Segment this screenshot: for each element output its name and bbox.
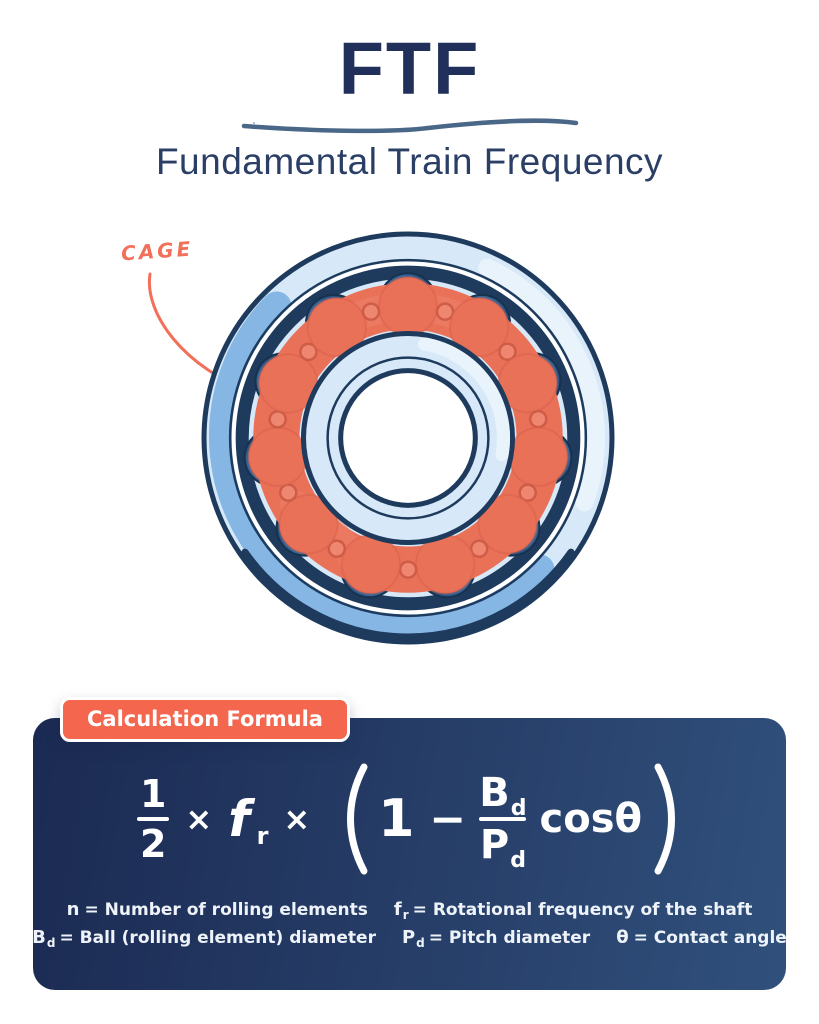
brush-speck [266,125,269,129]
ball-diameter-term: B d [479,770,526,820]
formula-legend: n= Number of rolling elements fr= Rotati… [32,892,787,950]
close-paren [654,763,675,875]
bearing-illustration [201,231,615,645]
fraction-numerator: 1 [139,772,167,816]
bd-subscript: d [510,796,527,821]
inner-ring-highlight [418,337,511,462]
pd-symbol: P [479,822,510,868]
outer-ring-highlight [478,258,605,512]
legend-text: = Rotational frequency of the shaft [412,900,753,920]
race-gap [231,261,585,615]
outer-ring-shading [209,291,555,637]
f-subscript: r [256,822,269,850]
bd-symbol: B [479,770,510,816]
page-title: FTF [338,27,481,110]
cos-theta-term: cosθ [539,796,643,842]
legend-symbol: n [66,899,80,920]
legend-item-fr: fr= Rotational frequency of the shaft [393,899,753,922]
pd-subscript: d [510,848,526,873]
title-underline-brush [241,118,578,134]
calculation-formula-badge: Calculation Formula [60,697,350,742]
legend-text: = Contact angle [633,928,787,948]
legend-text: = Number of rolling elements [84,900,368,920]
legend-subscript: r [402,908,409,922]
legend-item-n: n= Number of rolling elements [67,899,368,920]
fraction-bar [136,817,170,821]
legend-subscript: d [416,936,425,950]
times-operator: × [283,800,311,838]
rotational-frequency-term: f r [228,794,268,850]
minus-operator: − [429,793,467,845]
fraction-denominator: 2 [139,822,167,866]
ftf-formula: 1 2 × f r × 1 − B d P [136,760,682,878]
legend-item-theta: θ= Contact angle [616,927,787,948]
times-operator: × [185,800,213,838]
legend-row-2: Bd= Ball (rolling element) diameter Pd= … [32,927,787,950]
legend-row-1: n= Number of rolling elements fr= Rotati… [32,899,787,922]
legend-symbol: θ [616,927,629,948]
legend-symbol: P [401,927,416,948]
legend-item-bd: Bd= Ball (rolling element) diameter [32,927,376,950]
fraction-bar [479,817,526,821]
legend-symbol: B [32,927,46,948]
legend-symbol: f [393,899,402,920]
open-paren [347,763,368,875]
formula-panel: 1 2 × f r × 1 − B d P [32,718,787,990]
pitch-diameter-term: P d [479,822,526,872]
legend-text: = Pitch diameter [428,928,591,948]
brush-speck [252,121,255,125]
outer-ring-groove-line [228,258,588,618]
one-half-fraction: 1 2 [136,772,170,866]
one-term: 1 [378,789,415,849]
bore [338,368,478,508]
brush-stroke-scratch [244,124,311,131]
inner-ring-groove-line [326,356,490,520]
legend-item-pd: Pd= Pitch diameter [401,927,591,950]
outer-race [235,265,581,611]
bd-pd-fraction: B d P d [479,770,527,872]
page-subtitle: Fundamental Train Frequency [155,141,664,182]
cage-label: CAGE [120,236,194,266]
f-symbol: f [228,790,250,848]
legend-subscript: d [46,936,56,950]
legend-text: = Ball (rolling element) diameter [59,928,376,948]
outer-ring-bottom-edge [241,548,575,641]
